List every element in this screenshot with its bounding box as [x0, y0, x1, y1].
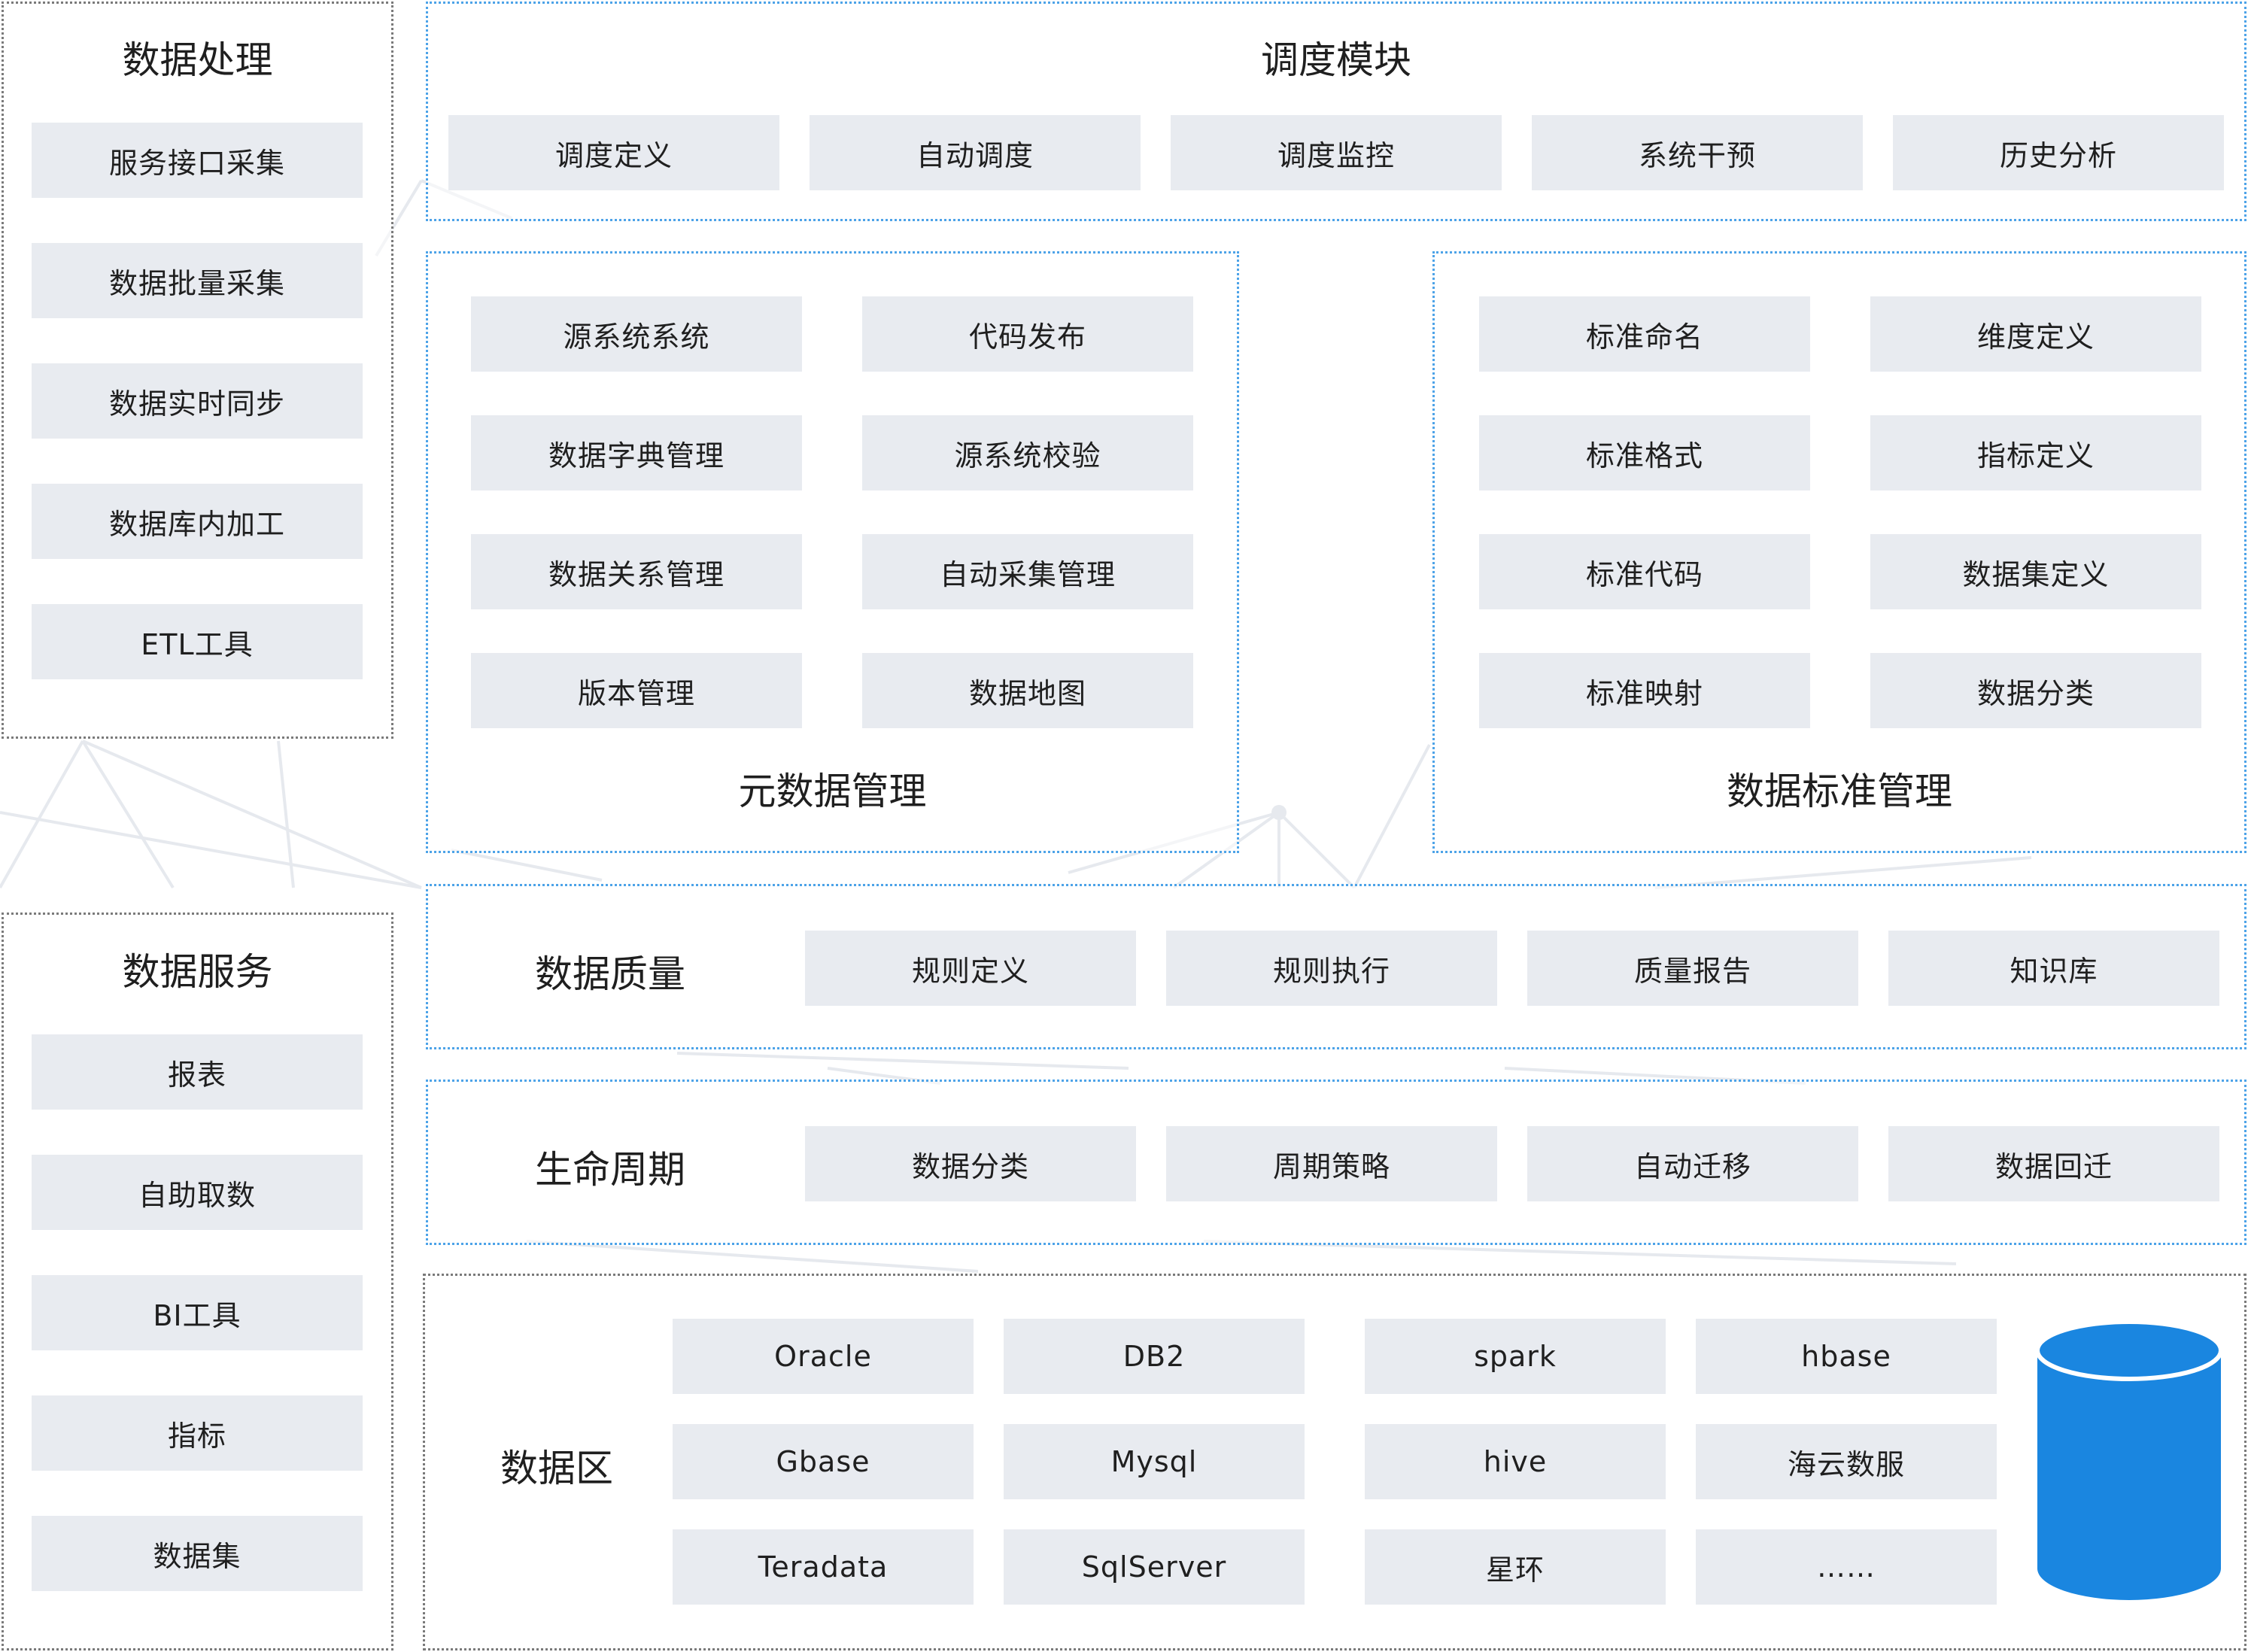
metadata-item[interactable]: 自动采集管理: [862, 534, 1193, 609]
data-zone-item[interactable]: Gbase: [673, 1424, 974, 1499]
standards-item[interactable]: 标准映射: [1479, 653, 1810, 728]
scheduling-item[interactable]: 系统干预: [1532, 115, 1863, 190]
data-services-item[interactable]: 报表: [32, 1034, 363, 1110]
metadata-item[interactable]: 代码发布: [862, 296, 1193, 372]
metadata-item[interactable]: 数据关系管理: [471, 534, 802, 609]
data-processing-title: 数据处理: [122, 38, 273, 82]
standards-item[interactable]: 标准格式: [1479, 415, 1810, 490]
quality-item[interactable]: 质量报告: [1527, 931, 1858, 1006]
metadata-title: 元数据管理: [738, 770, 927, 813]
data-services-item[interactable]: 自助取数: [32, 1155, 363, 1230]
standards-item[interactable]: 数据分类: [1870, 653, 2201, 728]
data-processing-item[interactable]: ETL工具: [32, 604, 363, 679]
scheduling-item[interactable]: 历史分析: [1893, 115, 2224, 190]
data-processing-item[interactable]: 服务接口采集: [32, 123, 363, 198]
metadata-item[interactable]: 源系统校验: [862, 415, 1193, 490]
data-processing-item[interactable]: 数据库内加工: [32, 484, 363, 559]
metadata-item[interactable]: 数据地图: [862, 653, 1193, 728]
lifecycle-title: 生命周期: [535, 1148, 685, 1192]
data-services-item[interactable]: 数据集: [32, 1516, 363, 1591]
quality-title: 数据质量: [535, 952, 685, 996]
scheduling-item[interactable]: 调度监控: [1171, 115, 1502, 190]
quality-item[interactable]: 规则执行: [1166, 931, 1497, 1006]
lifecycle-item[interactable]: 数据回迁: [1888, 1126, 2219, 1201]
metadata-item[interactable]: 数据字典管理: [471, 415, 802, 490]
data-services-item[interactable]: BI工具: [32, 1275, 363, 1350]
data-zone-item[interactable]: Mysql: [1004, 1424, 1305, 1499]
scheduling-item[interactable]: 自动调度: [810, 115, 1141, 190]
data-zone-item[interactable]: 星环: [1365, 1529, 1666, 1605]
database-icon: [2035, 1320, 2223, 1600]
data-zone-item[interactable]: hive: [1365, 1424, 1666, 1499]
standards-item[interactable]: 标准命名: [1479, 296, 1810, 372]
data-zone-title: 数据区: [500, 1447, 613, 1490]
scheduling-item[interactable]: 调度定义: [448, 115, 779, 190]
lifecycle-item[interactable]: 数据分类: [805, 1126, 1136, 1201]
data-processing-item[interactable]: 数据批量采集: [32, 243, 363, 318]
data-zone-item[interactable]: Teradata: [673, 1529, 974, 1605]
standards-item[interactable]: 数据集定义: [1870, 534, 2201, 609]
data-zone-item[interactable]: spark: [1365, 1319, 1666, 1394]
data-services-title: 数据服务: [122, 950, 273, 994]
data-zone-item[interactable]: hbase: [1696, 1319, 1997, 1394]
quality-item[interactable]: 知识库: [1888, 931, 2219, 1006]
standards-item[interactable]: 标准代码: [1479, 534, 1810, 609]
standards-item[interactable]: 指标定义: [1870, 415, 2201, 490]
lifecycle-item[interactable]: 自动迁移: [1527, 1126, 1858, 1201]
quality-item[interactable]: 规则定义: [805, 931, 1136, 1006]
lifecycle-item[interactable]: 周期策略: [1166, 1126, 1497, 1201]
data-zone-item[interactable]: ……: [1696, 1529, 1997, 1605]
standards-item[interactable]: 维度定义: [1870, 296, 2201, 372]
data-services-item[interactable]: 指标: [32, 1395, 363, 1471]
metadata-item[interactable]: 源系统系统: [471, 296, 802, 372]
data-zone-item[interactable]: SqlServer: [1004, 1529, 1305, 1605]
data-zone-item[interactable]: DB2: [1004, 1319, 1305, 1394]
scheduling-title: 调度模块: [1261, 38, 1411, 82]
metadata-item[interactable]: 版本管理: [471, 653, 802, 728]
data-processing-item[interactable]: 数据实时同步: [32, 363, 363, 439]
standards-title: 数据标准管理: [1727, 770, 1952, 813]
data-zone-item[interactable]: Oracle: [673, 1319, 974, 1394]
data-zone-item[interactable]: 海云数服: [1696, 1424, 1997, 1499]
